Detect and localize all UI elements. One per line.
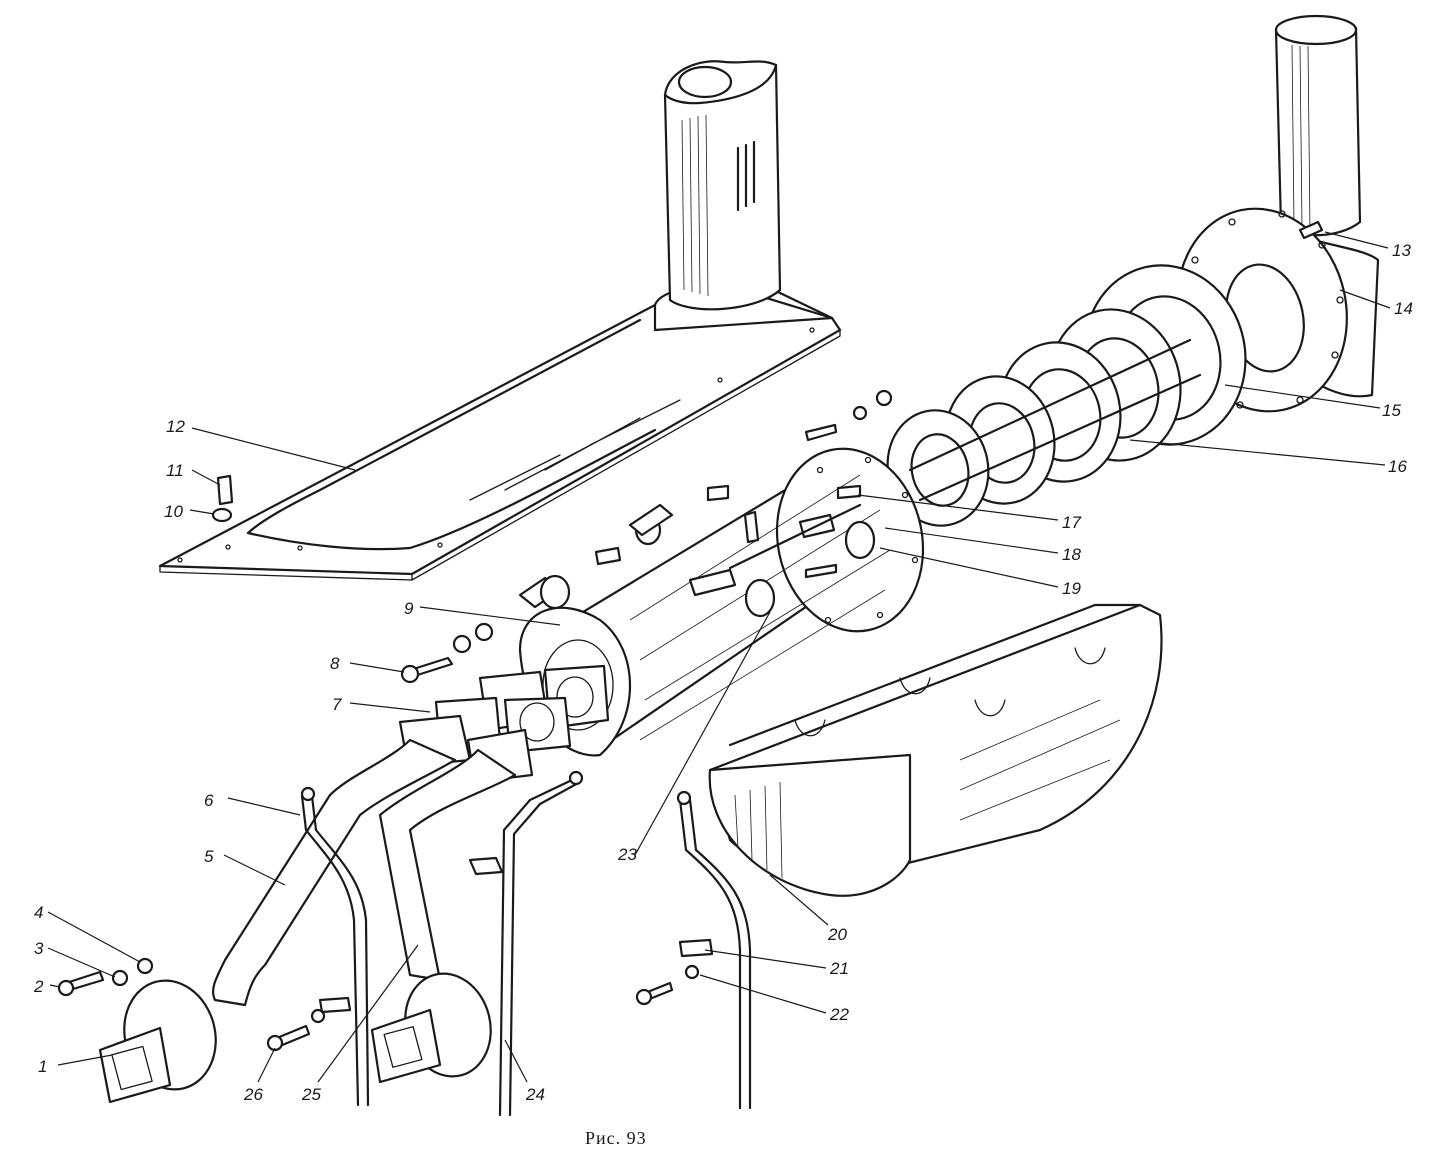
callout-26: 26 bbox=[243, 1085, 263, 1104]
callout-6: 6 bbox=[204, 791, 214, 810]
figure-caption: Рис. 93 bbox=[585, 1128, 647, 1148]
upper-cover-with-stack bbox=[158, 60, 842, 581]
callout-9: 9 bbox=[404, 599, 414, 618]
callout-7: 7 bbox=[332, 695, 342, 714]
callout-14: 14 bbox=[1394, 299, 1413, 318]
callout-17: 17 bbox=[1062, 513, 1081, 532]
callout-25: 25 bbox=[301, 1085, 321, 1104]
callout-24: 24 bbox=[525, 1085, 545, 1104]
callout-11: 11 bbox=[166, 461, 184, 480]
callout-12: 12 bbox=[166, 417, 185, 436]
ring-stack bbox=[886, 264, 1247, 527]
callout-5: 5 bbox=[204, 847, 214, 866]
callout-20: 20 bbox=[827, 925, 847, 944]
lower-trough bbox=[708, 603, 1163, 897]
callout-15: 15 bbox=[1382, 401, 1401, 420]
callout-18: 18 bbox=[1062, 545, 1081, 564]
callout-13: 13 bbox=[1392, 241, 1411, 260]
leader-lines bbox=[47, 231, 1391, 1083]
callout-21: 21 bbox=[829, 959, 849, 978]
callout-23: 23 bbox=[617, 845, 637, 864]
callout-4: 4 bbox=[34, 903, 43, 922]
exhaust-pipes bbox=[98, 714, 534, 1104]
callout-19: 19 bbox=[1062, 579, 1081, 598]
callout-1: 1 bbox=[38, 1057, 47, 1076]
spring-brackets bbox=[518, 389, 893, 618]
support-rods bbox=[300, 770, 752, 1117]
callout-2: 2 bbox=[33, 977, 44, 996]
callouts: 1 2 3 4 5 6 7 8 9 10 11 12 13 14 15 16 1… bbox=[33, 241, 1413, 1104]
callout-3: 3 bbox=[34, 939, 44, 958]
callout-10: 10 bbox=[164, 502, 183, 521]
fasteners bbox=[57, 474, 714, 1052]
callout-22: 22 bbox=[829, 1005, 849, 1024]
callout-16: 16 bbox=[1388, 457, 1407, 476]
callout-8: 8 bbox=[330, 654, 340, 673]
